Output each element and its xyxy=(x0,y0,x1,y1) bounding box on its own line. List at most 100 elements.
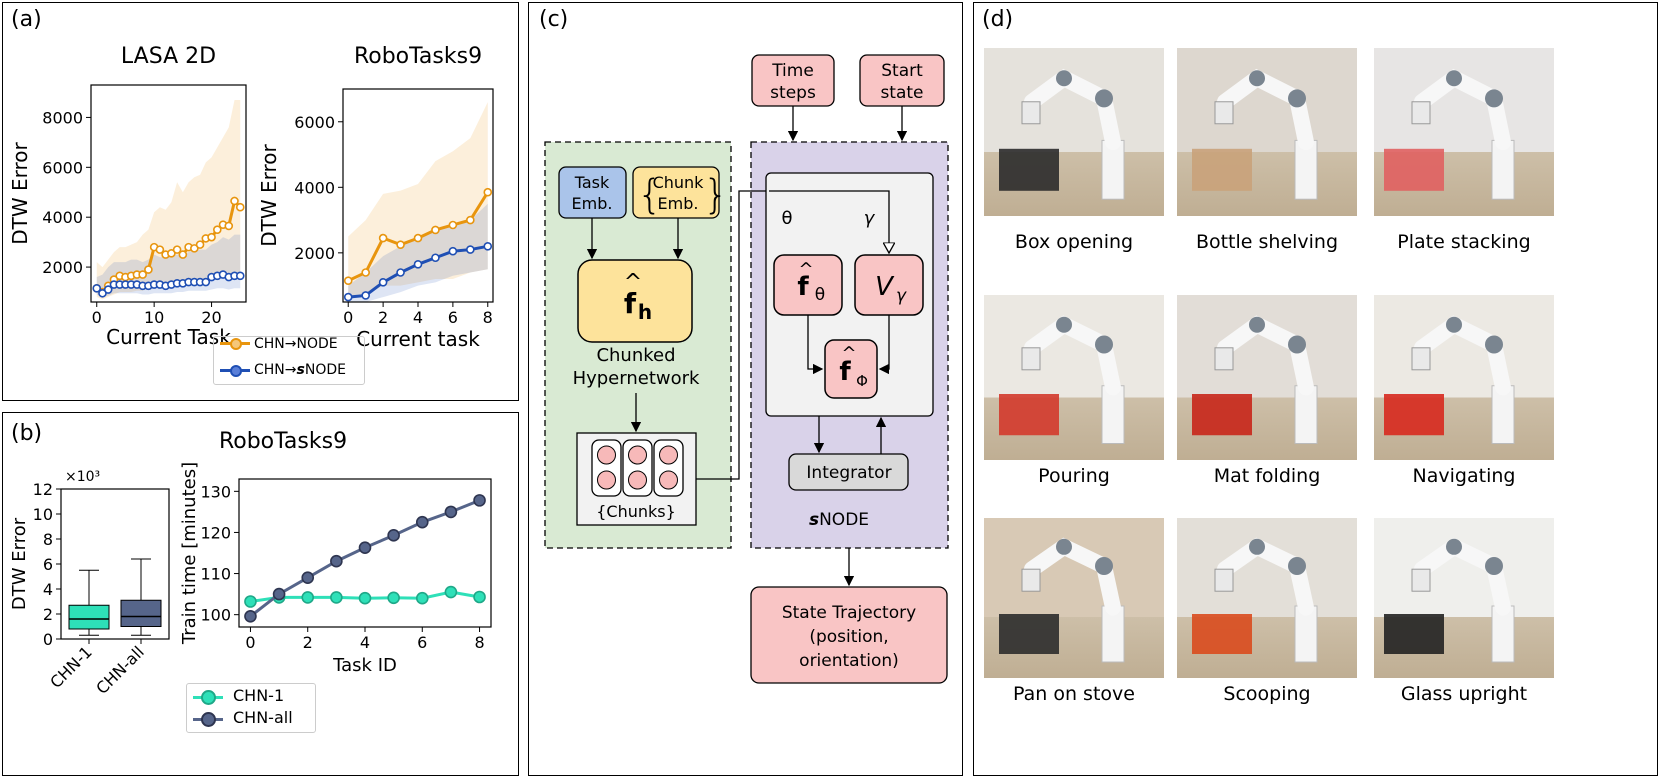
data-point xyxy=(387,529,400,542)
chart-title: LASA 2D xyxy=(121,44,216,69)
data-point xyxy=(387,591,400,605)
robot-arm-illustration xyxy=(1192,68,1318,200)
data-point xyxy=(473,494,486,507)
y-multiplier: ×10³ xyxy=(65,469,100,485)
x-tick-label: 6 xyxy=(417,633,427,652)
x-tick-label: 0 xyxy=(343,308,353,327)
task-caption: Glass upright xyxy=(1400,683,1528,705)
f-theta-sub: θ xyxy=(815,285,825,305)
panel-d-label: (d) xyxy=(982,7,1014,32)
task-photo xyxy=(1177,48,1357,216)
integrator-label: Integrator xyxy=(806,463,891,483)
f-phi-main: f xyxy=(839,357,851,387)
data-point xyxy=(448,220,458,230)
data-point xyxy=(431,225,440,235)
panel-a-label: (a) xyxy=(11,7,42,32)
gamma-label: γ xyxy=(864,208,876,229)
start-state-line2: state xyxy=(880,83,923,103)
f-phi-box xyxy=(824,339,878,399)
y-tick-label: 8000 xyxy=(42,108,83,127)
data-point xyxy=(244,610,257,623)
y-axis-label: DTW Error xyxy=(258,143,281,246)
y-axis-label: DTW Error xyxy=(8,141,32,244)
confidence-band-0 xyxy=(96,99,241,300)
data-point xyxy=(483,187,493,197)
panel-b-title: RoboTasks9 xyxy=(218,429,348,454)
robot-arm-illustration xyxy=(999,315,1125,444)
data-point xyxy=(144,265,153,274)
data-point xyxy=(473,590,486,604)
data-point xyxy=(415,515,429,529)
data-point xyxy=(138,270,147,279)
panel-c-label: (c) xyxy=(539,7,569,32)
box xyxy=(120,599,162,627)
y-tick-label: 4000 xyxy=(294,178,335,197)
y-tick-label: 0 xyxy=(43,630,53,649)
time-steps-line1: Time xyxy=(771,61,814,81)
task-caption: Plate stacking xyxy=(1397,231,1531,253)
data-point xyxy=(195,240,205,249)
x-tick-label: 4 xyxy=(413,308,423,327)
state-traj-line1: State Trajectory xyxy=(782,603,916,623)
y-tick-label: 2 xyxy=(43,605,53,624)
panel-c: (c) Time steps Start state Task Emb. { }… xyxy=(528,2,963,776)
task-caption: Pan on stove xyxy=(1013,683,1135,705)
y-tick-label: 2000 xyxy=(42,258,83,277)
y-tick-label: 4 xyxy=(43,580,53,599)
task-photo xyxy=(1177,295,1357,460)
hypernetwork-label-line2: Hypernetwork xyxy=(573,368,700,389)
f-h-hat: ^ xyxy=(624,270,642,295)
svg-text:^: ^ xyxy=(798,259,813,280)
robot-arm-illustration xyxy=(1384,68,1515,200)
robot-arm-illustration xyxy=(999,537,1125,663)
x-axis-label: Current Task xyxy=(106,325,231,349)
chunk-columns xyxy=(591,439,684,497)
robot-arm-illustration xyxy=(1192,315,1318,444)
data-point xyxy=(361,268,370,277)
chunk-emb-brace-right: } xyxy=(703,172,728,218)
chunk-emb-line2: Emb. xyxy=(658,194,699,213)
panel-b-label: (b) xyxy=(11,421,43,446)
task-photo xyxy=(984,295,1164,460)
legend-label-chn1: CHN-1 xyxy=(233,686,285,705)
y-tick-label: 6000 xyxy=(294,113,335,132)
legend-label-snode: CHN→sNODE xyxy=(254,362,346,378)
x-tick-label: 0 xyxy=(245,633,255,652)
robot-arm-illustration xyxy=(1384,537,1515,663)
task-caption: Box opening xyxy=(1014,231,1134,253)
data-point xyxy=(201,277,211,287)
data-point xyxy=(413,233,423,243)
data-point xyxy=(235,271,245,281)
chunk-emb-brace-left: { xyxy=(637,172,662,218)
task-caption: Bottle shelving xyxy=(1195,231,1339,253)
data-point xyxy=(483,241,493,251)
svg-text:^: ^ xyxy=(841,343,856,364)
data-point xyxy=(466,215,475,225)
y-tick-label: 4000 xyxy=(42,208,83,227)
robot-arm-illustration xyxy=(1384,315,1515,444)
data-point xyxy=(343,292,353,302)
integrator-box xyxy=(788,453,909,491)
state-traj-line3: orientation) xyxy=(799,651,899,671)
legend-marker-node xyxy=(230,338,242,350)
y-tick-label: 6 xyxy=(43,555,53,574)
data-point xyxy=(301,571,315,584)
chunk-emb-box xyxy=(632,166,720,219)
legend-marker-chn1 xyxy=(201,690,216,705)
data-point xyxy=(155,245,165,254)
data-point xyxy=(358,591,372,605)
x-tick-label: CHN-1 xyxy=(46,642,96,692)
x-tick-label: 8 xyxy=(474,633,484,652)
f-phi-sub: Φ xyxy=(856,372,868,390)
x-tick-label: CHN-all xyxy=(92,642,148,698)
start-state-line1: Start xyxy=(881,61,923,81)
data-point xyxy=(396,268,405,277)
y-tick-label: 2000 xyxy=(294,244,335,263)
x-tick-label: 10 xyxy=(144,308,164,327)
x-axis-label: Task ID xyxy=(332,655,397,676)
data-point xyxy=(396,240,405,249)
data-point xyxy=(172,245,182,254)
